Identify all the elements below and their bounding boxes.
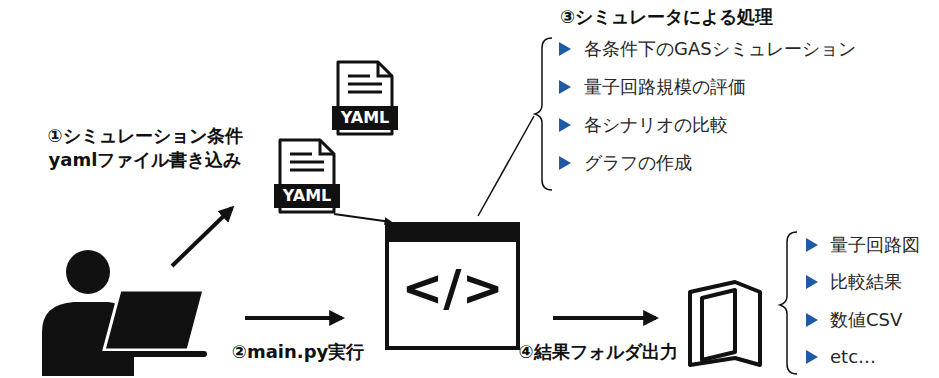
person-icon — [42, 250, 204, 376]
list-item: etc… — [830, 345, 876, 369]
output-arrow — [553, 316, 656, 320]
bracket — [535, 38, 552, 190]
list-item: 各シナリオの比較 — [584, 113, 728, 137]
code-window-icon: </> — [385, 222, 520, 350]
file-label: YAML — [272, 186, 342, 206]
file-label: YAML — [330, 108, 400, 128]
yaml-file-icon: YAML — [330, 60, 400, 136]
list-item: 比較結果 — [830, 270, 902, 294]
yaml-file-icon: YAML — [272, 138, 342, 214]
code-symbol: </> — [385, 258, 520, 318]
folder-icon — [690, 282, 760, 365]
leader-line — [478, 116, 534, 216]
list-item: 数値CSV — [830, 308, 902, 332]
connector-arrow — [334, 214, 391, 222]
list-item: 量子回路図 — [830, 233, 920, 257]
list-item: グラフの作成 — [584, 151, 692, 175]
bracket — [780, 232, 797, 374]
bullet-triangles — [559, 42, 818, 364]
run-arrow — [245, 316, 342, 320]
write-arrow — [172, 208, 232, 266]
section-title: ③シミュレータによる処理 — [560, 5, 773, 29]
step-label: ②main.py実行 — [232, 340, 365, 364]
list-item: 各条件下のGASシミュレーション — [584, 37, 856, 61]
step-label: ①シミュレーション条件 yamlファイル書き込み — [47, 124, 242, 172]
step-label: ④結果フォルダ出力 — [518, 340, 677, 364]
list-item: 量子回路規模の評価 — [584, 75, 746, 99]
